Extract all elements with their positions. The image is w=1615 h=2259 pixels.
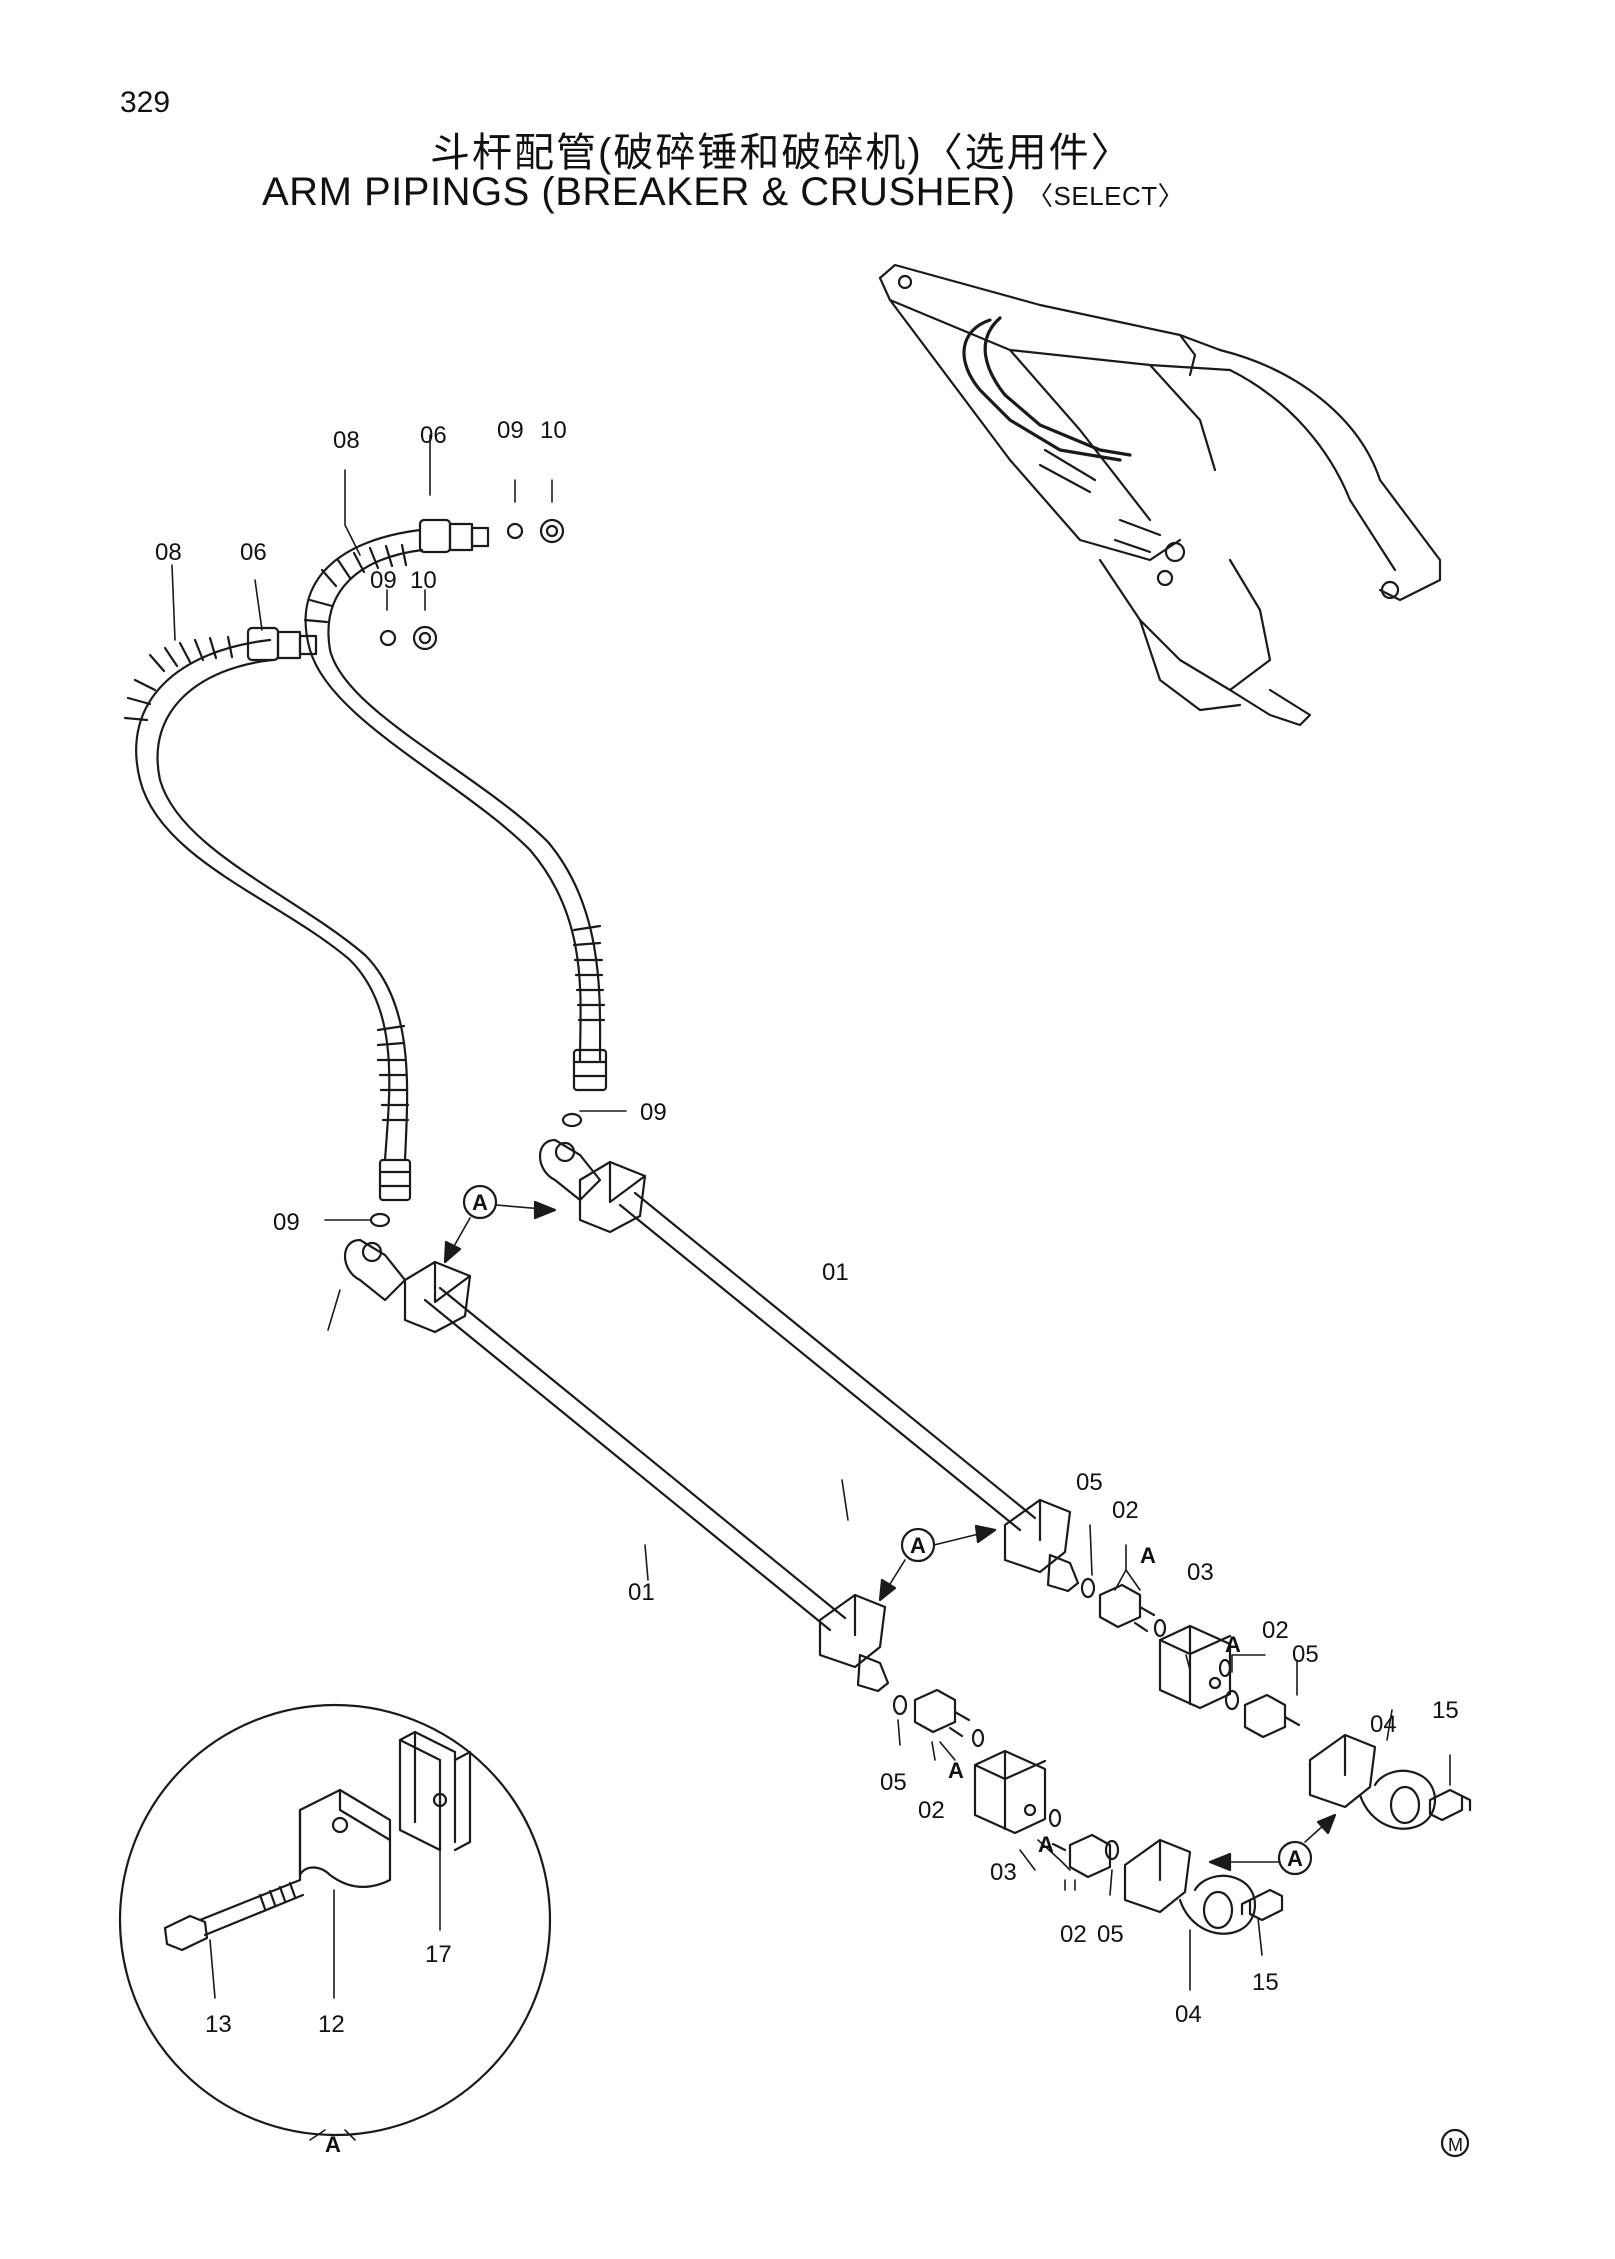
callout-05d: 05 (1097, 1921, 1124, 1948)
callout-10b: 10 (410, 567, 437, 594)
callout-15a: 15 (1432, 1697, 1459, 1724)
callout-01b: 01 (628, 1579, 655, 1606)
title-english-suffix: 〈SELECT〉 (1027, 181, 1185, 211)
leader-lines (171, 434, 1451, 2141)
callout-02d: 02 (1060, 1921, 1087, 1948)
callout-09a: 09 (497, 417, 524, 444)
callout-12: 12 (318, 2011, 345, 2038)
callout-06a: 06 (240, 539, 267, 566)
arm-overview-illustration (878, 263, 1442, 727)
callout-02b: 02 (1262, 1617, 1289, 1644)
m-mark: M (1448, 2135, 1463, 2155)
callout-04b: 04 (1175, 2001, 1202, 2028)
pipes-01 (423, 1191, 1037, 1632)
hose-right (303, 518, 608, 1092)
hose-left (123, 625, 438, 1202)
ref-a-markers (443, 1184, 1337, 1876)
orings-09 (369, 1112, 583, 1228)
reference-letters: A A A A A A A A (325, 1190, 1303, 2157)
ref-a-1: A (472, 1190, 488, 1215)
page-number: 329 (120, 86, 171, 119)
ref-a-7: A (1038, 1832, 1054, 1857)
callout-03a: 03 (1187, 1559, 1214, 1586)
callout-13: 13 (205, 2011, 232, 2038)
callout-09b: 09 (370, 567, 397, 594)
detail-a-circle (118, 1703, 552, 2137)
lower-end-fittings (818, 1498, 1472, 1935)
title-chinese: 斗杆配管(破碎锤和破碎机)〈选用件〉 (430, 120, 1133, 178)
title-chinese-main: 斗杆配管(破碎锤和破碎机) (430, 131, 923, 175)
callout-01a: 01 (822, 1259, 849, 1286)
title-english-main: ARM PIPINGS (BREAKER & CRUSHER) (262, 170, 1016, 214)
ref-a-2: A (910, 1533, 926, 1558)
ref-a-5: A (1225, 1632, 1241, 1657)
ref-a-6: A (948, 1758, 964, 1783)
callout-08a: 08 (155, 539, 182, 566)
callout-06b: 06 (420, 422, 447, 449)
callout-17: 17 (425, 1941, 452, 1968)
callout-05a: 05 (1076, 1469, 1103, 1496)
callout-02c: 02 (918, 1797, 945, 1824)
callout-10a: 10 (540, 417, 567, 444)
ref-a-4: A (1140, 1543, 1156, 1568)
callout-09c: 09 (640, 1099, 667, 1126)
callout-15b: 15 (1252, 1969, 1279, 1996)
callout-09d: 09 (273, 1209, 300, 1236)
callout-03b: 03 (990, 1859, 1017, 1886)
callout-labels: 08 06 08 06 09 10 09 10 09 09 01 01 05 0… (155, 417, 1459, 2038)
upper-end-fittings (344, 1138, 647, 1334)
title-english: ARM PIPINGS (BREAKER & CRUSHER) 〈SELECT〉 (262, 170, 1184, 215)
ref-detail-a: A (325, 2132, 341, 2157)
callout-02a: 02 (1112, 1497, 1139, 1524)
callout-05b: 05 (1292, 1641, 1319, 1668)
callout-05c: 05 (880, 1769, 907, 1796)
callout-04a: 04 (1370, 1711, 1397, 1738)
title-chinese-suffix: 〈选用件〉 (922, 131, 1133, 175)
m-mark-circle (1440, 2128, 1470, 2158)
callout-08b: 08 (333, 427, 360, 454)
ref-a-3: A (1287, 1846, 1303, 1871)
